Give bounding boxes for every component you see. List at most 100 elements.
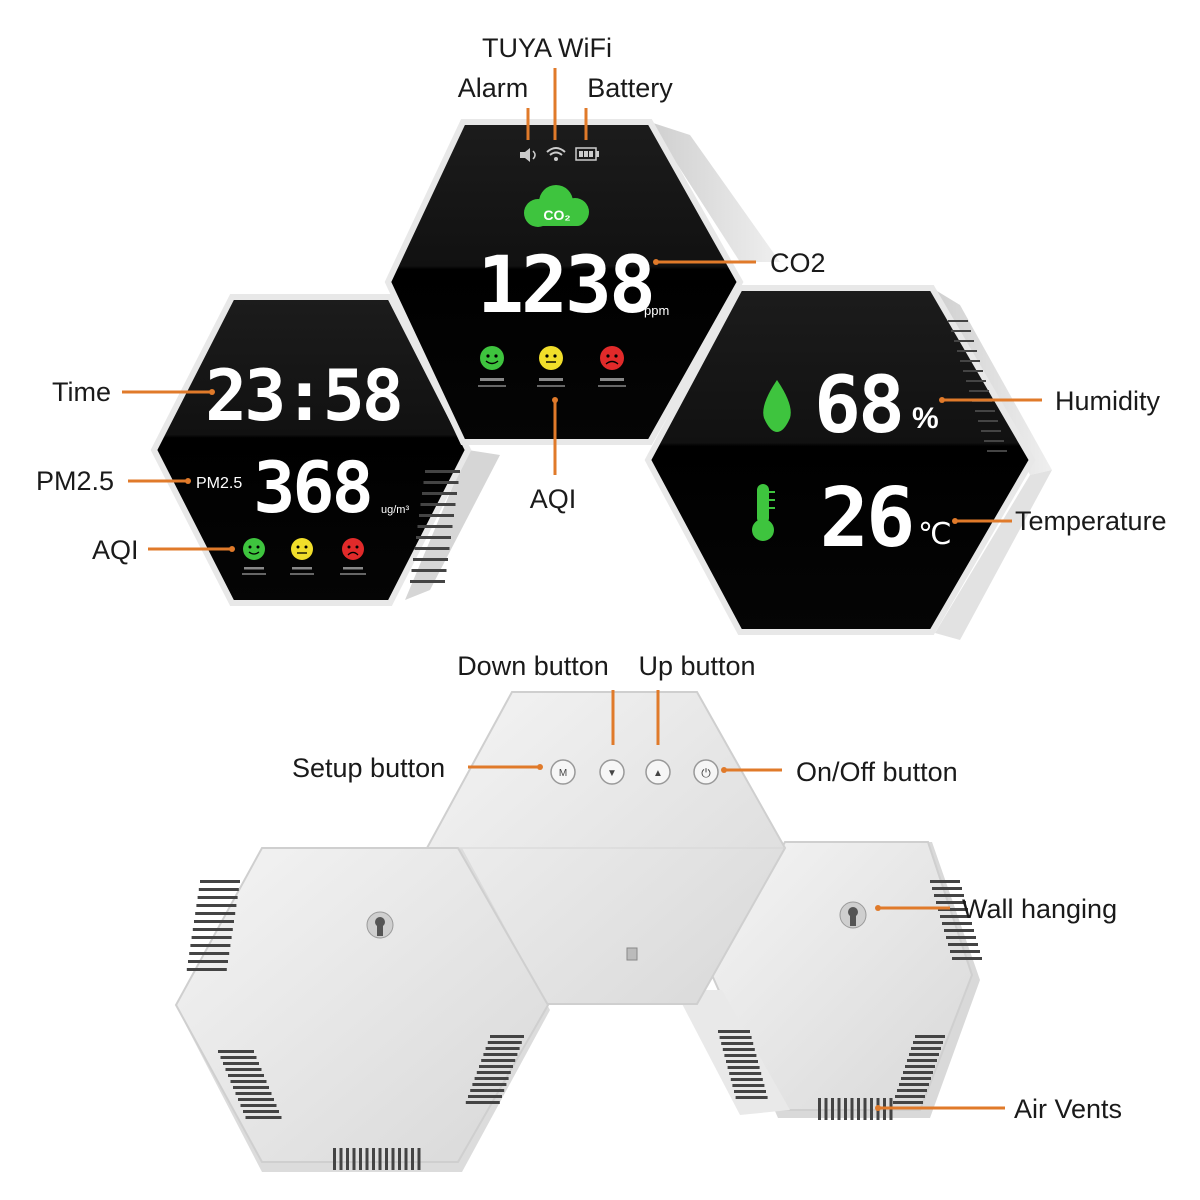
front-view: CO₂ 1238 ppm bbox=[150, 119, 1052, 640]
power-button[interactable]: ⏻ bbox=[693, 759, 719, 785]
vent-slot bbox=[899, 1083, 929, 1086]
status-icons bbox=[520, 147, 599, 162]
label-setup-button: Setup button bbox=[292, 753, 445, 783]
vent-slot bbox=[420, 503, 456, 506]
humidity-value: 68 bbox=[814, 361, 902, 451]
vent-slot bbox=[934, 894, 964, 897]
vent-slot bbox=[905, 1065, 935, 1068]
normal-face-icon bbox=[539, 346, 563, 370]
vent-slot bbox=[909, 1053, 939, 1056]
center-hex-side bbox=[650, 122, 780, 262]
vent-slot bbox=[913, 1041, 943, 1044]
setup-button[interactable]: M bbox=[550, 759, 576, 785]
vent-slot bbox=[188, 960, 228, 963]
label-co2: CO2 bbox=[770, 248, 826, 278]
vent-slot bbox=[732, 1084, 765, 1087]
vent-slot bbox=[726, 1060, 758, 1063]
co2-value: 1238 bbox=[477, 241, 653, 331]
label-tuya-wifi: TUYA WiFi bbox=[482, 33, 612, 63]
vent-slot bbox=[365, 1148, 369, 1170]
vent-slot bbox=[233, 1086, 269, 1089]
battery-icon bbox=[575, 147, 599, 161]
vent-slot bbox=[352, 1148, 356, 1170]
up-button[interactable]: ▲ bbox=[645, 759, 671, 785]
keyhole-right-icon bbox=[839, 901, 867, 929]
temperature-unit: ℃ bbox=[918, 518, 952, 551]
vent-slot bbox=[724, 1054, 757, 1057]
vent-slot bbox=[192, 928, 233, 931]
vent-slot bbox=[987, 450, 1007, 452]
vent-slot bbox=[411, 1148, 414, 1170]
normal-face-icon bbox=[291, 538, 313, 560]
vent-slot bbox=[975, 410, 995, 412]
wifi-icon bbox=[546, 147, 566, 161]
down-button[interactable]: ▼ bbox=[599, 759, 625, 785]
aqi-faces-center bbox=[478, 346, 626, 387]
label-alarm: Alarm bbox=[458, 73, 529, 103]
poor-face-icon bbox=[600, 346, 624, 370]
label-temperature: Temperature bbox=[1015, 506, 1167, 536]
vent-slot bbox=[850, 1098, 854, 1120]
center-hex-display bbox=[384, 119, 744, 445]
vent-slot bbox=[950, 950, 980, 953]
vent-slot bbox=[468, 1095, 502, 1098]
right-hex-display bbox=[644, 285, 1036, 635]
vent-slot bbox=[911, 1047, 941, 1050]
vent-slot bbox=[490, 1035, 524, 1038]
thermometer-icon bbox=[752, 484, 775, 541]
vent-slot bbox=[414, 547, 450, 550]
pm-label-on-screen: PM2.5 bbox=[196, 475, 242, 492]
label-up-button: Up button bbox=[638, 651, 755, 681]
vent-slot bbox=[416, 536, 451, 539]
label-down-button: Down button bbox=[457, 651, 609, 681]
vent-slot bbox=[197, 896, 238, 899]
vent-slot bbox=[818, 1098, 821, 1120]
vent-slot bbox=[223, 1062, 259, 1065]
vent-slot bbox=[735, 1096, 768, 1099]
vent-slot bbox=[195, 912, 236, 915]
vent-slot bbox=[938, 908, 968, 911]
vent-slot bbox=[969, 390, 989, 392]
vent-slot bbox=[870, 1098, 873, 1120]
vent-slot bbox=[417, 1148, 421, 1170]
temperature-value: 26 bbox=[820, 471, 913, 566]
aqi-faces-left bbox=[242, 538, 366, 575]
vent-slot bbox=[483, 1053, 518, 1056]
vent-slot bbox=[378, 1148, 382, 1170]
co2-cloud-badge: CO₂ bbox=[524, 185, 589, 227]
vent-slot bbox=[243, 1110, 279, 1113]
vent-slot bbox=[932, 887, 962, 890]
label-air-vents: Air Vents bbox=[1014, 1094, 1122, 1124]
vent-slot bbox=[186, 968, 227, 971]
callout-labels: TUYA WiFi Alarm Battery CO2 Time PM2.5 A… bbox=[36, 33, 1167, 1124]
vent-slot bbox=[465, 1101, 500, 1104]
vent-slot bbox=[474, 1077, 509, 1080]
vent-slot bbox=[225, 1068, 262, 1071]
vent-slot bbox=[730, 1078, 763, 1081]
vent-slot bbox=[410, 580, 445, 583]
vent-slot bbox=[220, 1056, 257, 1059]
vent-slot bbox=[903, 1071, 933, 1074]
label-aqi-left: AQI bbox=[92, 535, 139, 565]
vent-slot bbox=[944, 929, 974, 932]
vent-slot bbox=[963, 370, 983, 372]
vent-slot bbox=[831, 1098, 834, 1120]
vent-slot bbox=[245, 1116, 282, 1119]
vent-slot bbox=[470, 1089, 505, 1092]
vent-slot bbox=[190, 944, 231, 947]
vent-slot bbox=[936, 901, 966, 904]
label-pm25: PM2.5 bbox=[36, 466, 114, 496]
vent-slot bbox=[385, 1148, 388, 1170]
vent-slot bbox=[218, 1050, 254, 1053]
vent-slot bbox=[476, 1071, 511, 1074]
poor-face-icon bbox=[342, 538, 364, 560]
vent-slot bbox=[729, 1072, 762, 1075]
vent-slot bbox=[966, 380, 986, 382]
sensor-window bbox=[626, 947, 638, 961]
vent-slot bbox=[391, 1148, 395, 1170]
vent-slot bbox=[422, 492, 457, 495]
vent-slot bbox=[372, 1148, 375, 1170]
vent-slot bbox=[722, 1048, 755, 1051]
vent-slot bbox=[981, 430, 1001, 432]
co2-badge-label: CO₂ bbox=[543, 207, 570, 223]
